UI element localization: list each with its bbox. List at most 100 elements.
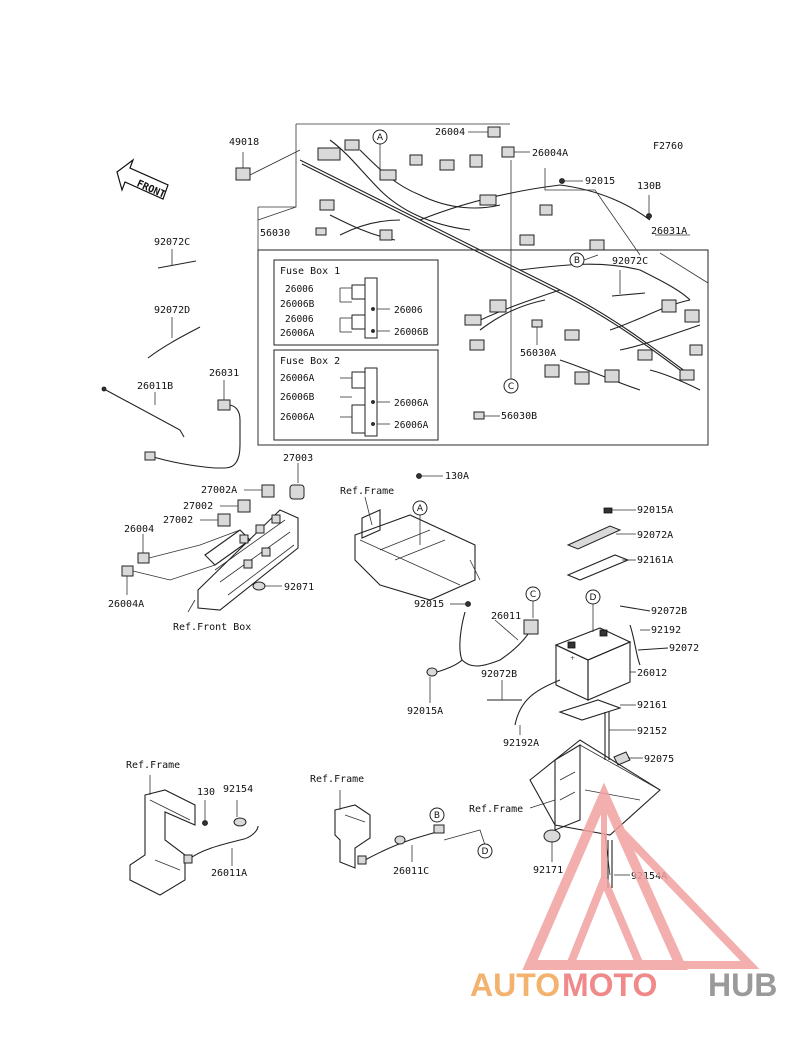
fuse-box-2-right-1: 26006A — [394, 398, 429, 409]
relay-26004A-top — [501, 146, 515, 158]
main-wiring-harness — [299, 139, 703, 391]
lead-26011C — [357, 824, 445, 865]
fuse-box-2-left-1: 26006A — [280, 373, 315, 384]
part-label-92072D: 92072D — [154, 305, 190, 316]
grommet-92071 — [252, 581, 266, 591]
frame-section-center — [354, 509, 481, 601]
cable-tie-92072C-right — [611, 292, 646, 297]
part-label-92152: 92152 — [637, 726, 667, 737]
svg-text:A: A — [377, 133, 384, 143]
svg-text:D: D — [482, 847, 489, 857]
part-label-27002A: 27002A — [201, 485, 237, 496]
cable-tie-92072 — [637, 647, 669, 651]
frame-section-bottom-center — [334, 790, 371, 869]
callout-d-bottom — [477, 843, 493, 859]
part-label-56030: 56030 — [260, 228, 290, 239]
bolt-130A — [416, 473, 422, 479]
battery-cable-26011 — [426, 611, 539, 677]
part-label-26004A-top: 26004A — [532, 148, 568, 159]
part-label-26011C: 26011C — [393, 866, 429, 877]
bolt-92015A-top — [603, 507, 613, 514]
ref-frame-bottom-left: Ref.Frame — [126, 760, 180, 771]
relay-26004A-mid — [121, 565, 134, 577]
part-label-92072B-left: 92072B — [481, 669, 517, 680]
bolt-92015-mid — [465, 601, 471, 607]
pad-92161 — [558, 699, 622, 721]
fuse-box-1: Fuse Box 1 26006 26006B 26006 26006A 260… — [273, 259, 439, 346]
svg-text:C: C — [508, 382, 514, 392]
fuse-box-1-left-4: 26006A — [280, 328, 315, 339]
connector-49018 — [235, 167, 251, 181]
watermark-hub: HUB — [708, 967, 777, 1003]
fuse-box-2-left-3: 26006A — [280, 412, 315, 423]
part-label-92161: 92161 — [637, 700, 667, 711]
part-label-26004A-mid: 26004A — [108, 599, 144, 610]
figure-code: F2760 — [653, 141, 683, 152]
harness-group-outline — [257, 123, 709, 446]
frame-section-bottom-left — [129, 775, 196, 896]
part-label-92015A-bottom: 92015A — [407, 706, 443, 717]
relay-27002-a — [237, 499, 251, 513]
fuse-box-2: Fuse Box 2 26006A 26006B 26006A 26006A 2… — [273, 349, 439, 441]
battery-strap-92072A — [566, 525, 622, 550]
ref-frame-center: Ref.Frame — [340, 486, 394, 497]
part-label-92015A-top: 92015A — [637, 505, 673, 516]
part-label-26004-mid: 26004 — [124, 524, 154, 535]
watermark-text: AUTO MOTO HUB — [470, 967, 777, 1003]
part-label-56030A: 56030A — [520, 348, 556, 359]
clamp-56030B — [473, 411, 485, 420]
relay-27002A — [261, 484, 275, 498]
part-label-27002-b: 27002 — [163, 515, 193, 526]
bolt-130 — [202, 820, 208, 826]
part-label-26011: 26011 — [491, 611, 521, 622]
fuse-box-2-left-2: 26006B — [280, 392, 315, 403]
relay-27002-b — [217, 513, 231, 527]
part-label-92161A: 92161A — [637, 555, 673, 566]
part-label-49018: 49018 — [229, 137, 259, 148]
svg-text:D: D — [590, 593, 597, 603]
svg-text:C: C — [530, 590, 536, 600]
part-label-92075: 92075 — [644, 754, 674, 765]
front-arrow-icon: FRONT — [116, 158, 169, 201]
ref-frame-bottom-center: Ref.Frame — [310, 774, 364, 785]
svg-text:+: + — [570, 655, 575, 662]
clamp-56030 — [315, 227, 327, 236]
part-label-27002-a: 27002 — [183, 501, 213, 512]
cap-92192A — [514, 679, 561, 726]
watermark-moto: MOTO — [562, 967, 657, 1003]
fuse-box-2-right-2: 26006A — [394, 420, 429, 431]
front-box-assembly — [187, 509, 299, 613]
svg-text:A: A — [417, 504, 424, 514]
bolt-92015-top — [559, 178, 565, 184]
part-label-26004-top: 26004 — [435, 127, 465, 138]
lead-26011A — [183, 817, 259, 864]
part-label-92154A: 92154A — [631, 871, 667, 882]
fuse-box-1-right-2: 26006B — [394, 327, 429, 338]
part-label-26011B: 26011B — [137, 381, 173, 392]
part-label-92072A: 92072A — [637, 530, 673, 541]
svg-text:B: B — [574, 256, 580, 266]
ref-frame-right: Ref.Frame — [469, 804, 523, 815]
clamp-56030A — [531, 319, 543, 328]
part-label-56030B: 56030B — [501, 411, 537, 422]
part-label-26031: 26031 — [209, 368, 239, 379]
part-label-92015-mid: 92015 — [414, 599, 444, 610]
fuse-holder-27003 — [289, 484, 305, 500]
fuse-box-1-left-1: 26006 — [285, 284, 314, 295]
part-label-92072C-left: 92072C — [154, 237, 190, 248]
fuse-box-1-left-3: 26006 — [285, 314, 314, 325]
part-label-26011A: 26011A — [211, 868, 247, 879]
svg-text:B: B — [434, 811, 440, 821]
cable-tie-92072C-left — [157, 260, 197, 269]
part-label-92072C-right: 92072C — [612, 256, 648, 267]
part-label-130A: 130A — [445, 471, 469, 482]
part-label-130B: 130B — [637, 181, 661, 192]
bolt-130B — [646, 213, 652, 219]
cap-92192 — [629, 624, 641, 666]
relay-26004-top — [487, 126, 501, 138]
part-label-26031A: 26031A — [651, 226, 687, 237]
relay-26004-mid — [137, 552, 150, 564]
pad-92161A — [566, 554, 630, 581]
part-label-27003: 27003 — [283, 453, 313, 464]
